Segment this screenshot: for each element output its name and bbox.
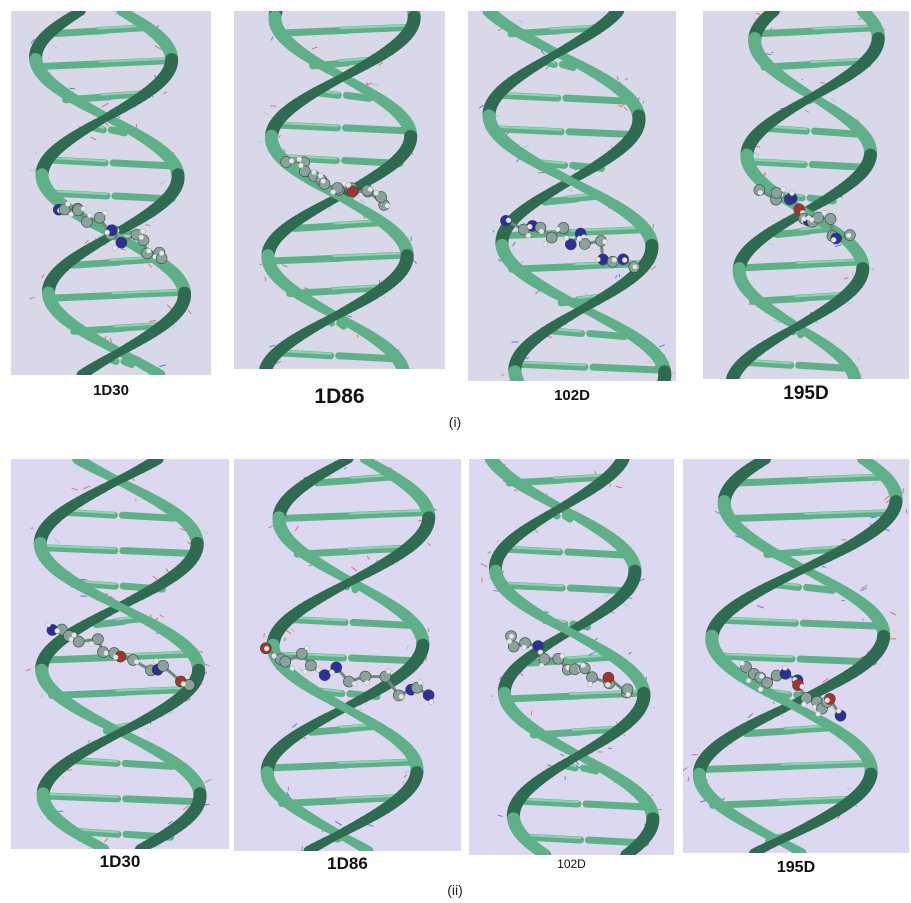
dna-helix-svg (469, 459, 674, 855)
row-label-ii: (ii) (430, 882, 480, 898)
dna-helix-svg (683, 459, 909, 853)
dna-image-1d30-ii (11, 459, 229, 849)
dna-image-1d86-ii (234, 459, 461, 851)
panel-label-195d-ii: 195D (683, 859, 909, 877)
dna-image-102d-ii (469, 459, 674, 855)
panel-label-1d30-ii: 1D30 (11, 852, 229, 872)
dna-image-1d30-i (11, 11, 211, 375)
row-label-i: (i) (430, 414, 480, 430)
dna-helix-svg (11, 459, 229, 849)
dna-image-195d-ii (683, 459, 909, 853)
dna-helix-svg (703, 11, 909, 379)
dna-helix-svg (234, 11, 445, 369)
panel-label-1d86-i: 1D86 (234, 385, 445, 409)
panel-label-102d-i: 102D (468, 387, 676, 404)
dna-helix-svg (11, 11, 211, 375)
dna-image-1d86-i (234, 11, 445, 369)
panel-label-195d-i: 195D (703, 383, 909, 405)
panel-label-1d86-ii: 1D86 (234, 854, 461, 874)
dna-helix-svg (468, 11, 676, 381)
panel-label-1d30-i: 1D30 (11, 382, 211, 399)
dna-helix-svg (234, 459, 461, 851)
dna-image-102d-i (468, 11, 676, 381)
dna-image-195d-i (703, 11, 909, 379)
panel-label-102d-ii: 102D (469, 857, 674, 871)
